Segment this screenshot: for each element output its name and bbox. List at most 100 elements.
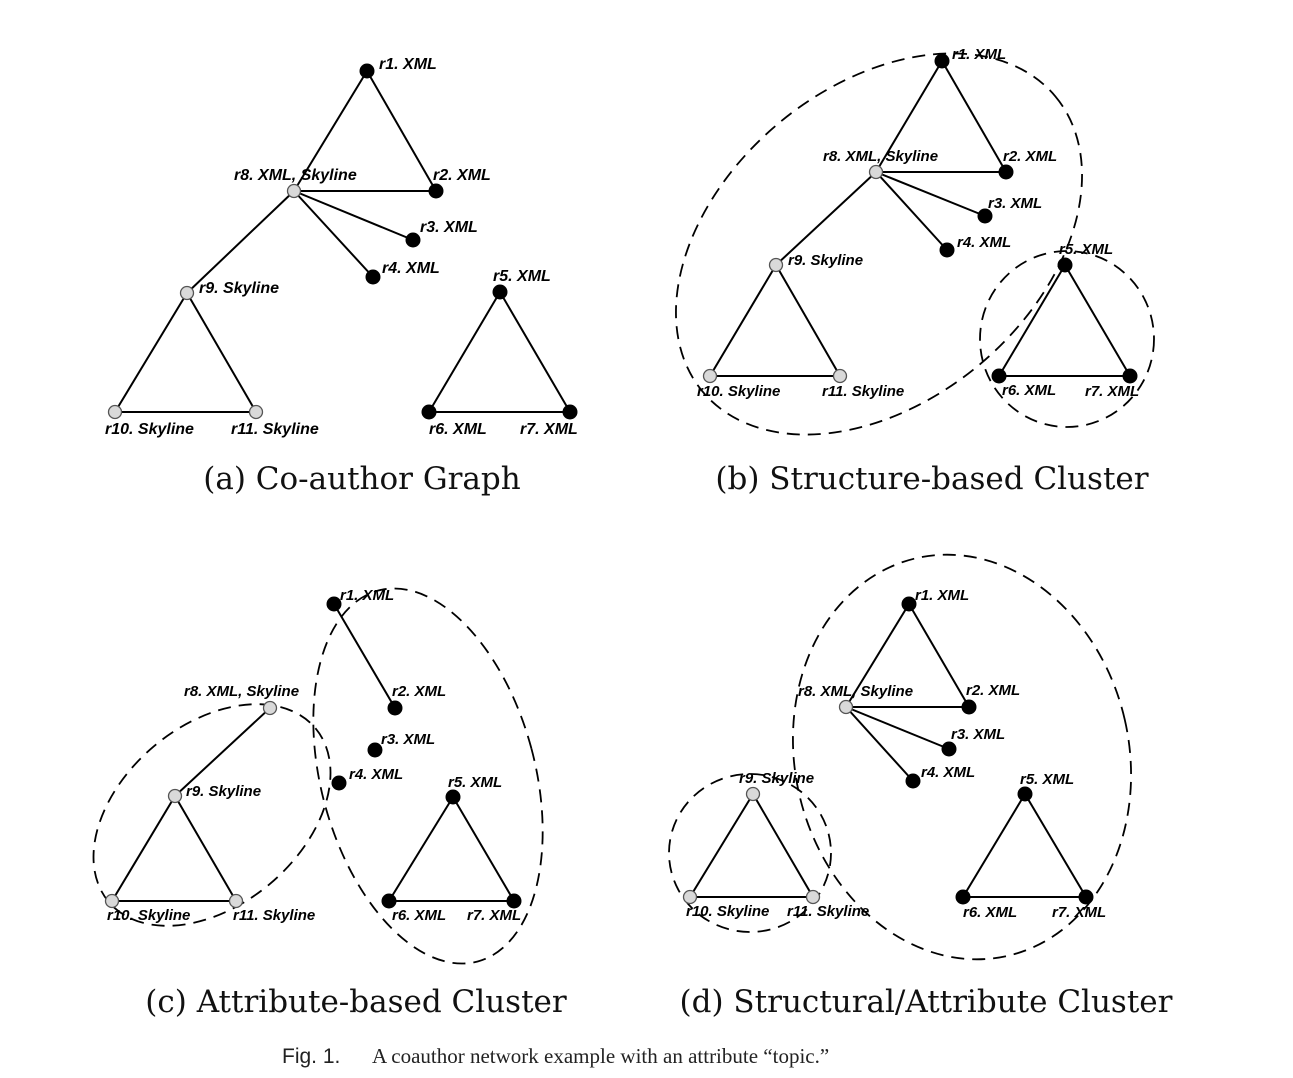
- cluster-b-r5: [979, 250, 1155, 428]
- node-a-r8: [286, 183, 302, 199]
- node-c-r11: [228, 893, 244, 909]
- cluster-d-main: [792, 553, 1132, 961]
- edge-c-r1-r2: [333, 603, 396, 709]
- caption-d: (d) Structural/Attribute Cluster: [680, 984, 1173, 1020]
- edge-c-r5-r7: [452, 796, 515, 902]
- node-d-r4: [905, 773, 921, 789]
- edge-a-r8-r9: [186, 190, 295, 294]
- node-b-r7: [1122, 368, 1138, 384]
- node-label-b-r9: r9. Skyline: [788, 252, 863, 269]
- edge-b-r1-r8: [875, 60, 943, 173]
- node-d-r6: [955, 889, 971, 905]
- node-c-r10: [104, 893, 120, 909]
- node-d-r11: [805, 889, 821, 905]
- edge-a-r5-r7: [499, 291, 571, 413]
- node-label-c-r11: r11. Skyline: [233, 907, 315, 924]
- caption-c: (c) Attribute-based Cluster: [145, 984, 567, 1020]
- cluster-b-main: [675, 52, 1083, 436]
- edge-d-r1-r8: [845, 603, 910, 708]
- edge-d-r9-r10: [689, 793, 754, 898]
- edge-b-r1-r2: [941, 60, 1007, 173]
- node-a-r6: [421, 404, 437, 420]
- edge-d-r8-r4: [845, 706, 914, 782]
- node-d-r3: [941, 741, 957, 757]
- node-b-r9: [768, 257, 784, 273]
- node-label-a-r1: r1. XML: [379, 56, 437, 73]
- caption-b: (b) Structure-based Cluster: [715, 461, 1148, 497]
- node-label-b-r8: r8. XML, Skyline: [823, 148, 938, 165]
- edge-a-r1-r2: [366, 70, 437, 192]
- node-label-d-r8: r8. XML, Skyline: [798, 683, 913, 700]
- node-a-r7: [562, 404, 578, 420]
- edge-b-r8-r4: [875, 171, 948, 251]
- edge-a-r9-r10: [114, 292, 188, 413]
- node-label-d-r3: r3. XML: [951, 726, 1005, 743]
- node-label-d-r2: r2. XML: [966, 682, 1020, 699]
- node-b-r10: [702, 368, 718, 384]
- node-d-r8: [838, 699, 854, 715]
- node-label-c-r4: r4. XML: [349, 766, 403, 783]
- node-b-r8: [868, 164, 884, 180]
- node-c-r6: [381, 893, 397, 909]
- edge-b-r5-r7: [1064, 264, 1131, 377]
- node-label-b-r11: r11. Skyline: [822, 383, 904, 400]
- node-a-r5: [492, 284, 508, 300]
- edge-a-r1-r8: [293, 70, 368, 192]
- node-d-r5: [1017, 786, 1033, 802]
- node-a-r11: [248, 404, 264, 420]
- node-label-a-r4: r4. XML: [382, 260, 440, 277]
- cluster-outlines: [92, 52, 1155, 965]
- node-a-r3: [405, 232, 421, 248]
- node-label-a-r3: r3. XML: [420, 219, 478, 236]
- node-a-r4: [365, 269, 381, 285]
- node-c-r9: [167, 788, 183, 804]
- node-a-r2: [428, 183, 444, 199]
- node-label-a-r6: r6. XML: [429, 421, 487, 438]
- node-label-b-r7: r7. XML: [1085, 383, 1139, 400]
- node-label-a-r9: r9. Skyline: [199, 280, 279, 297]
- node-b-r1: [934, 53, 950, 69]
- caption-a: (a) Co-author Graph: [203, 461, 520, 497]
- node-label-b-r10: r10. Skyline: [697, 383, 780, 400]
- node-label-a-r7: r7. XML: [520, 421, 578, 438]
- node-a-r9: [179, 285, 195, 301]
- node-label-a-r10: r10. Skyline: [105, 421, 194, 438]
- cluster-d-skyline: [668, 773, 832, 933]
- node-label-c-r10: r10. Skyline: [107, 907, 190, 924]
- edge-d-r5-r7: [1024, 793, 1087, 898]
- cluster-c-skyline: [92, 703, 332, 927]
- node-label-b-r5: r5. XML: [1059, 241, 1113, 258]
- node-label-d-r4: r4. XML: [921, 764, 975, 781]
- edge-c-r9-r11: [174, 795, 237, 902]
- edge-a-r8-r3: [293, 190, 414, 241]
- node-label-b-r2: r2. XML: [1003, 148, 1057, 165]
- edge-a-r9-r11: [186, 292, 257, 413]
- node-label-d-r6: r6. XML: [963, 904, 1017, 921]
- node-c-r2: [387, 700, 403, 716]
- edge-b-r8-r9: [775, 171, 877, 266]
- node-label-d-r7: r7. XML: [1052, 904, 1106, 921]
- edge-b-r9-r10: [709, 264, 777, 377]
- node-b-r2: [998, 164, 1014, 180]
- node-c-r5: [445, 789, 461, 805]
- edge-d-r5-r6: [962, 793, 1026, 898]
- node-c-r4: [331, 775, 347, 791]
- node-c-r1: [326, 596, 342, 612]
- node-label-c-r8: r8. XML, Skyline: [184, 683, 299, 700]
- node-c-r8: [262, 700, 278, 716]
- node-c-r3: [367, 742, 383, 758]
- cluster-c-xml: [312, 587, 544, 965]
- node-label-c-r1: r1. XML: [340, 587, 394, 604]
- node-label-c-r2: r2. XML: [392, 683, 446, 700]
- graphs: r1. XML r8. XML, Skyline r2. XML r3. XML r4.…: [104, 46, 1139, 924]
- node-label-d-r9: r9. Skyline: [739, 770, 814, 787]
- edge-c-r9-r10: [111, 795, 176, 902]
- edge-c-r5-r6: [388, 796, 454, 902]
- figure-caption-text: A coauthor network example with an attri…: [372, 1044, 829, 1068]
- node-label-b-r6: r6. XML: [1002, 382, 1056, 399]
- node-label-c-r7: r7. XML: [467, 907, 521, 924]
